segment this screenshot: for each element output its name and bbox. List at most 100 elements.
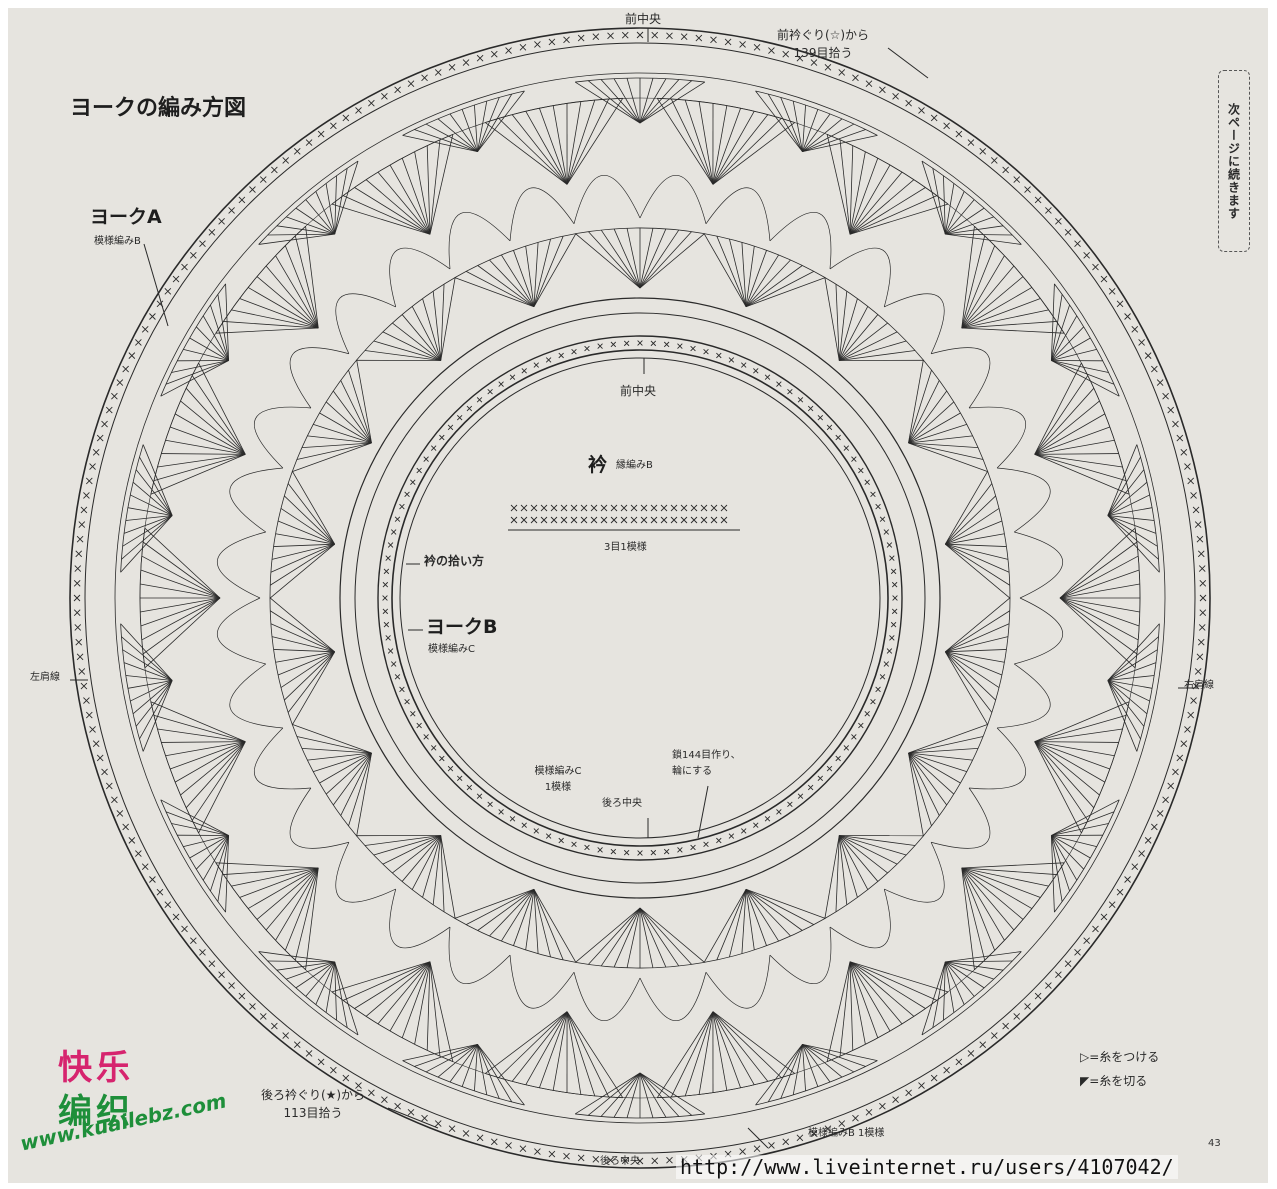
fan-stitch <box>307 435 372 444</box>
fan-stitch <box>908 752 948 806</box>
fan-stitch <box>411 835 442 890</box>
sc-mark <box>890 621 897 628</box>
fan-stitch <box>325 183 336 235</box>
fan-stitch <box>198 741 246 834</box>
fan-stitch <box>425 123 478 152</box>
fan-stitch <box>142 680 173 752</box>
sc-mark <box>533 828 540 834</box>
fan-stitch <box>1034 362 1082 455</box>
sc-mark <box>74 565 82 572</box>
fan-edge <box>921 160 1022 245</box>
sc-mark <box>623 849 630 856</box>
fan-stitch <box>945 199 975 235</box>
sc-mark <box>293 148 301 155</box>
fan-stitch <box>533 238 551 307</box>
chain-arc <box>884 293 945 354</box>
fan-stitch <box>908 752 940 816</box>
fan-stitch <box>1051 799 1120 836</box>
fan-stitch <box>745 889 755 950</box>
fan-stitch <box>1107 680 1141 740</box>
fan-stitch <box>767 1044 803 1103</box>
chain-arc <box>705 187 771 241</box>
fan-stitch <box>908 412 961 444</box>
fan-stitch <box>908 380 940 444</box>
fan-stitch <box>389 961 431 1032</box>
sc-mark <box>1045 207 1052 214</box>
sc-mark <box>1199 594 1207 602</box>
fan-stitch <box>1051 315 1078 361</box>
sc-mark <box>394 516 401 522</box>
fan-stitch <box>945 651 1005 663</box>
fan-stitch <box>1051 835 1078 881</box>
sc-mark <box>1194 521 1202 528</box>
sc-mark <box>838 69 846 76</box>
fan-stitch <box>639 1072 706 1115</box>
collar-sc-mark <box>560 504 568 512</box>
fan-edge <box>269 597 293 725</box>
single-crochet-marks <box>73 31 1207 1165</box>
fan-stitch <box>160 799 229 836</box>
fan-stitch <box>402 134 478 153</box>
sc-mark <box>190 937 197 945</box>
fan-stitch <box>849 158 879 235</box>
collar-sc-mark <box>660 504 668 512</box>
fan-stitch <box>588 231 641 289</box>
sc-mark <box>864 711 870 717</box>
fan-stitch <box>477 90 525 152</box>
fan-stitch <box>1051 326 1084 361</box>
sc-mark <box>797 793 804 799</box>
fan-stitch <box>125 675 173 681</box>
sc-mark <box>955 1058 963 1066</box>
fan-stitch <box>849 961 854 1051</box>
chain-arc <box>254 406 311 469</box>
sc-mark <box>249 186 256 193</box>
fan-stitch <box>945 961 994 980</box>
sc-mark <box>404 698 410 705</box>
fan-stitch <box>296 736 372 754</box>
fan-stitch <box>908 442 988 472</box>
fan-stitch <box>477 888 535 931</box>
sc-mark <box>1002 1022 1009 1030</box>
fan-stitch <box>498 1011 568 1078</box>
fan-stitch <box>334 160 359 235</box>
sc-mark <box>879 86 886 94</box>
fan-stitch <box>639 907 680 967</box>
sc-mark <box>1116 888 1124 896</box>
sc-mark <box>421 74 428 82</box>
sc-mark <box>1190 697 1197 704</box>
fan-stitch <box>165 439 246 455</box>
sc-mark <box>666 32 673 40</box>
fan-stitch <box>780 97 803 152</box>
fan-stitch <box>600 229 641 289</box>
fan-stitch <box>332 752 372 806</box>
fan-stitch <box>1034 715 1127 743</box>
sc-mark <box>1199 609 1207 617</box>
right-shoulder-label: 右肩線 <box>1184 680 1214 691</box>
fan-stitch <box>961 867 1057 875</box>
fan-stitch <box>745 259 791 307</box>
sc-mark <box>423 734 429 740</box>
fan-stitch <box>1051 835 1097 848</box>
fan-edge <box>402 1060 525 1106</box>
fan-stitch <box>183 348 229 361</box>
sc-mark <box>703 841 709 848</box>
sc-mark <box>650 340 657 347</box>
sc-mark <box>651 1157 659 1165</box>
fan-stitch <box>639 233 705 289</box>
fan-edge <box>356 277 456 361</box>
collar-sc-mark <box>700 516 708 524</box>
sc-mark <box>826 424 833 431</box>
collar-sc-mark <box>630 504 638 512</box>
fan-stitch <box>944 483 993 545</box>
fan-stitch <box>656 98 714 185</box>
fan-stitch <box>755 1044 803 1106</box>
fan-stitch <box>639 228 667 289</box>
fan-stitch <box>945 543 1011 599</box>
fan-stitch <box>225 835 230 913</box>
fan-stitch <box>961 265 1015 329</box>
fan-stitch <box>1051 360 1120 397</box>
fan-stitch <box>1034 741 1110 770</box>
fan-stitch <box>1107 623 1160 681</box>
fan-stitch <box>1034 453 1127 481</box>
fan-stitch <box>802 105 806 152</box>
